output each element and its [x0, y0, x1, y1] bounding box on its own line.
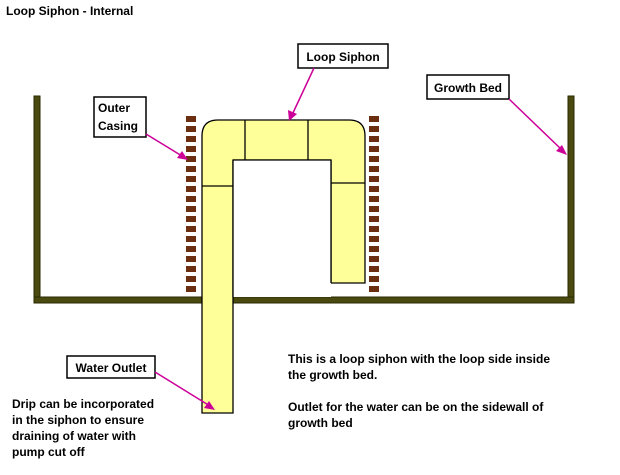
casing-brick — [186, 146, 196, 152]
growth-bed-label-box — [426, 74, 510, 100]
outer-casing-right — [369, 116, 379, 292]
growth-bed-arrow — [508, 98, 563, 151]
outer-casing-label-box — [93, 96, 147, 138]
outer-casing-label-line1: Outer — [98, 101, 130, 115]
casing-brick — [369, 186, 379, 192]
casing-brick — [369, 286, 379, 292]
description-note: This is a loop siphon with the loop side… — [288, 352, 550, 430]
casing-brick — [369, 206, 379, 212]
casing-brick — [369, 276, 379, 282]
casing-brick — [186, 246, 196, 252]
casing-brick — [369, 176, 379, 182]
water-outlet-label: Water Outlet — [76, 361, 147, 375]
outer-casing-left — [186, 116, 196, 292]
siphon-outer-shape — [201, 119, 366, 414]
casing-brick — [369, 166, 379, 172]
casing-brick — [369, 116, 379, 122]
growth-bed-label: Growth Bed — [434, 81, 502, 95]
growth-bed-floor-left — [33, 296, 203, 304]
casing-brick — [186, 226, 196, 232]
casing-brick — [186, 286, 196, 292]
casing-brick — [186, 236, 196, 242]
drip-note-line: Drip can be incorporated — [12, 397, 154, 411]
casing-brick — [186, 256, 196, 262]
casing-brick — [186, 116, 196, 122]
casing-brick — [369, 226, 379, 232]
casing-brick — [369, 126, 379, 132]
growth-bed-floor-right — [231, 296, 575, 304]
casing-brick — [186, 206, 196, 212]
casing-brick — [369, 156, 379, 162]
casing-brick — [369, 246, 379, 252]
casing-brick — [186, 176, 196, 182]
description-line: This is a loop siphon with the loop side… — [288, 352, 550, 366]
loop-siphon-pipe — [201, 119, 366, 414]
casing-brick — [186, 216, 196, 222]
description-line: the growth bed. — [288, 368, 377, 382]
casing-brick — [369, 196, 379, 202]
water-outlet-arrow — [154, 371, 211, 407]
casing-brick — [186, 166, 196, 172]
casing-brick — [186, 186, 196, 192]
diagram-title: Loop Siphon - Internal — [6, 4, 133, 18]
casing-brick — [186, 126, 196, 132]
casing-brick — [186, 196, 196, 202]
casing-brick — [186, 266, 196, 272]
casing-brick — [369, 146, 379, 152]
drip-note-line: pump cut off — [12, 445, 86, 459]
casing-brick — [369, 256, 379, 262]
growth-bed-arrowhead — [556, 145, 567, 155]
water-outlet-arrowhead — [204, 401, 215, 410]
casing-brick — [186, 276, 196, 282]
description-line: Outlet for the water can be on the sidew… — [288, 400, 544, 414]
loop-siphon-arrowhead — [288, 110, 297, 121]
outer-casing-arrowhead — [177, 151, 188, 160]
description-line: growth bed — [288, 416, 353, 430]
casing-brick — [186, 136, 196, 142]
loop-siphon-callout: Loop Siphon — [288, 43, 389, 121]
siphon-inner-gap — [233, 160, 331, 297]
loop-siphon-label: Loop Siphon — [306, 50, 379, 64]
loop-siphon-arrow — [291, 67, 315, 116]
drip-note-line: draining of water with — [12, 429, 136, 443]
casing-brick — [369, 236, 379, 242]
drip-note-line: in the siphon to ensure — [12, 413, 144, 427]
loop-siphon-label-box — [297, 43, 389, 69]
casing-brick — [369, 216, 379, 222]
casing-brick — [369, 266, 379, 272]
growth-bed-left-wall — [33, 95, 41, 304]
growth-bed-right-wall — [567, 95, 575, 304]
outer-casing-label-line2: Casing — [98, 119, 138, 133]
growth-bed-callout: Growth Bed — [426, 74, 567, 155]
casing-brick — [369, 136, 379, 142]
drip-note: Drip can be incorporated in the siphon t… — [12, 397, 154, 459]
water-outlet-label-box — [66, 355, 156, 379]
casing-brick — [186, 156, 196, 162]
outer-casing-callout: Outer Casing — [93, 96, 188, 160]
outer-casing-arrow — [145, 133, 183, 157]
water-outlet-callout: Water Outlet — [66, 355, 215, 410]
